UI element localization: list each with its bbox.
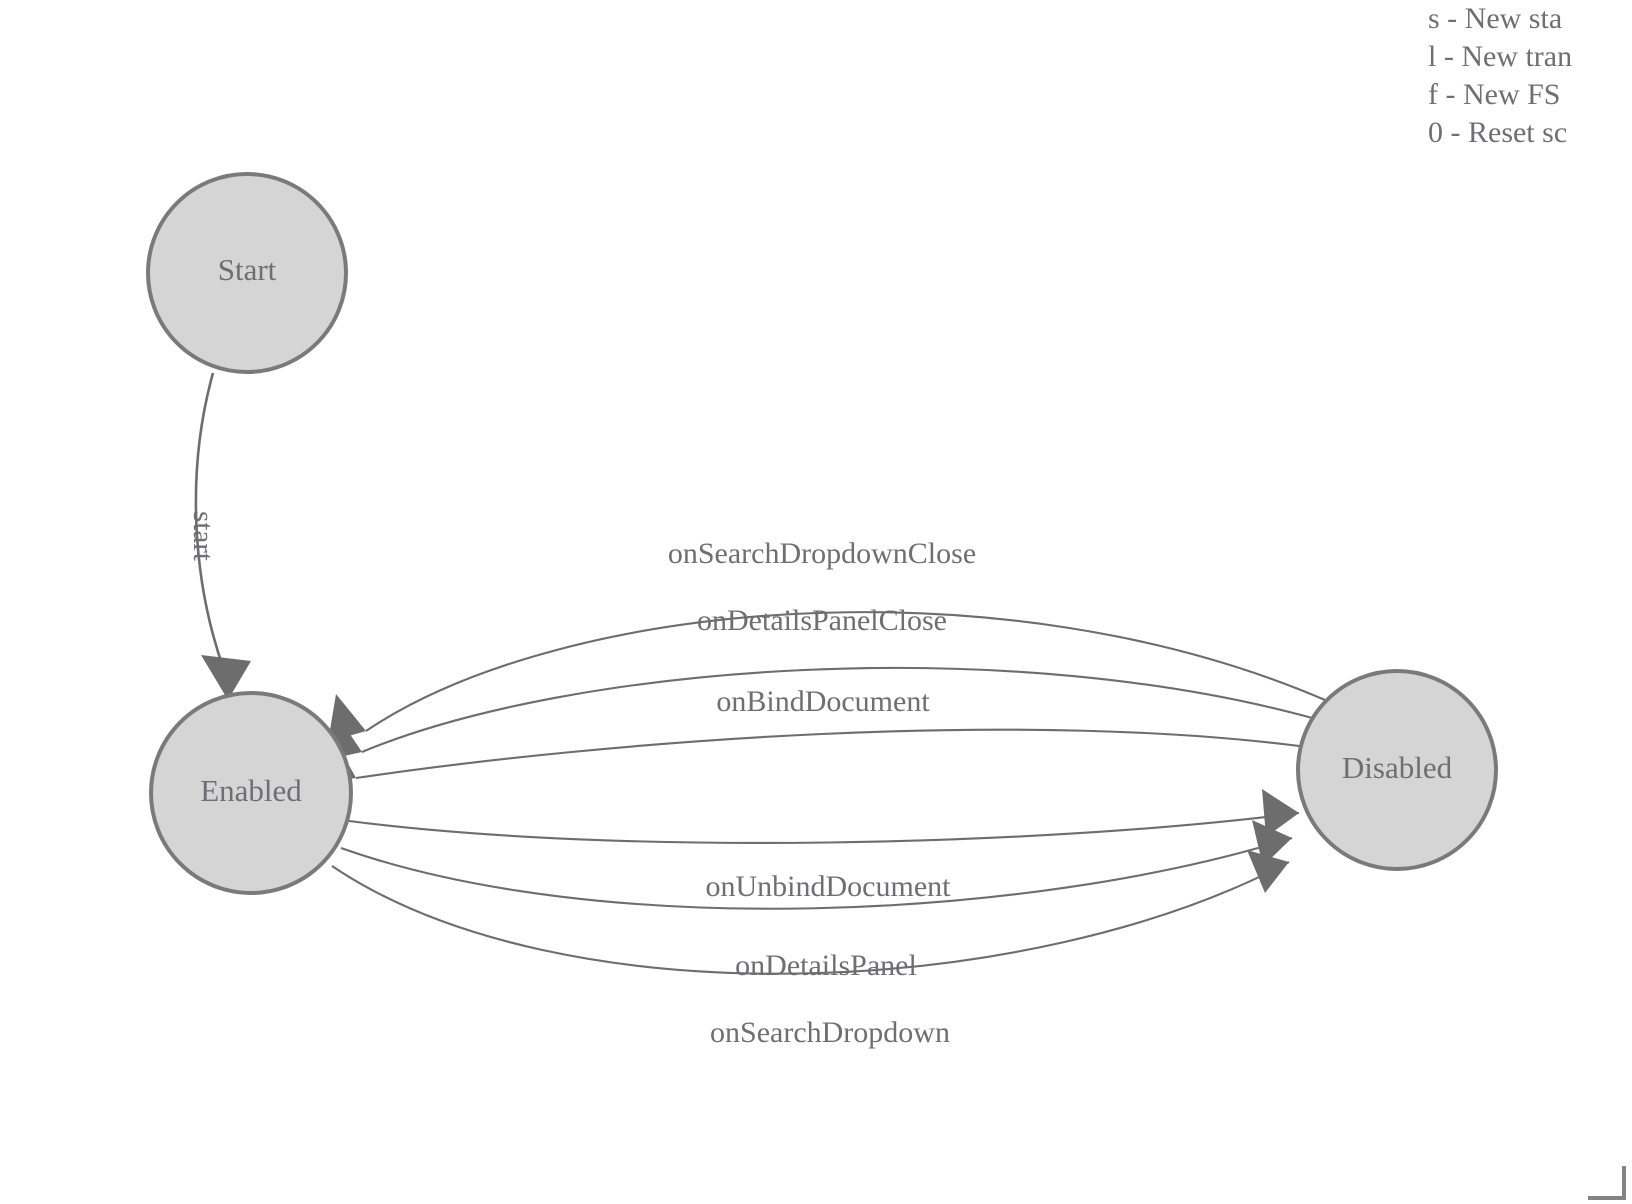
edge-path-on-search-dropdown[interactable] <box>331 861 1290 975</box>
keyboard-shortcuts-help: s - New sta l - New tran f - New FS 0 - … <box>1428 0 1632 152</box>
transition-on-details-panel[interactable]: onDetailsPanel <box>340 820 1293 982</box>
state-node-start-label: Start <box>218 252 277 287</box>
help-line-reset-scene: 0 - Reset sc <box>1428 116 1568 149</box>
transition-on-bind-document[interactable]: onBindDocument <box>322 685 1329 783</box>
edge-path-on-details-panel-close[interactable] <box>361 666 1331 753</box>
transition-label-on-search-dropdown: onSearchDropdown <box>710 1016 950 1049</box>
transition-label-on-details-panel: onDetailsPanel <box>735 949 917 982</box>
transition-on-search-dropdown-close[interactable]: onSearchDropdownClose <box>328 537 1326 742</box>
state-node-enabled-circle[interactable] <box>149 691 353 895</box>
canvas-corner-marker <box>1588 1166 1632 1204</box>
edge-path-on-search-dropdown-close[interactable] <box>365 611 1326 732</box>
state-node-start-circle[interactable] <box>146 172 348 374</box>
state-node-disabled-circle[interactable] <box>1296 669 1498 871</box>
state-node-enabled-label: Enabled <box>200 773 302 808</box>
edge-path-on-details-panel[interactable] <box>340 836 1293 910</box>
transition-label-start: start <box>187 511 219 561</box>
help-line-new-state: s - New sta <box>1428 2 1563 35</box>
state-node-disabled[interactable]: Disabled <box>1296 669 1498 871</box>
transition-start[interactable]: start <box>187 372 251 700</box>
transition-label-on-details-panel-close: onDetailsPanelClose <box>697 604 947 637</box>
edge-path-on-bind-document[interactable] <box>355 728 1329 780</box>
state-node-start[interactable]: Start <box>146 172 348 374</box>
corner-marker-vertical <box>1622 1166 1626 1198</box>
edge-path-on-unbind-document[interactable] <box>348 811 1300 844</box>
help-line-new-fsm: f - New FS <box>1428 78 1561 111</box>
transition-label-on-bind-document: onBindDocument <box>716 685 930 718</box>
transition-on-unbind-document[interactable]: onUnbindDocument <box>348 789 1300 903</box>
edge-path-start[interactable] <box>194 372 226 671</box>
state-node-enabled[interactable]: Enabled <box>149 691 353 895</box>
arrowhead-start <box>201 655 251 700</box>
help-line-new-transition: l - New tran <box>1428 40 1573 73</box>
transition-label-on-unbind-document: onUnbindDocument <box>706 870 952 903</box>
transition-label-on-search-dropdown-close: onSearchDropdownClose <box>668 537 976 570</box>
transition-on-details-panel-close[interactable]: onDetailsPanelClose <box>326 604 1331 760</box>
state-node-disabled-label: Disabled <box>1342 750 1453 785</box>
arrowhead-on-search-dropdown <box>1247 850 1289 893</box>
corner-marker-horizontal <box>1588 1196 1626 1200</box>
arrowhead-on-unbind-document <box>1262 789 1299 837</box>
transition-on-search-dropdown[interactable]: onSearchDropdown <box>331 850 1290 1049</box>
